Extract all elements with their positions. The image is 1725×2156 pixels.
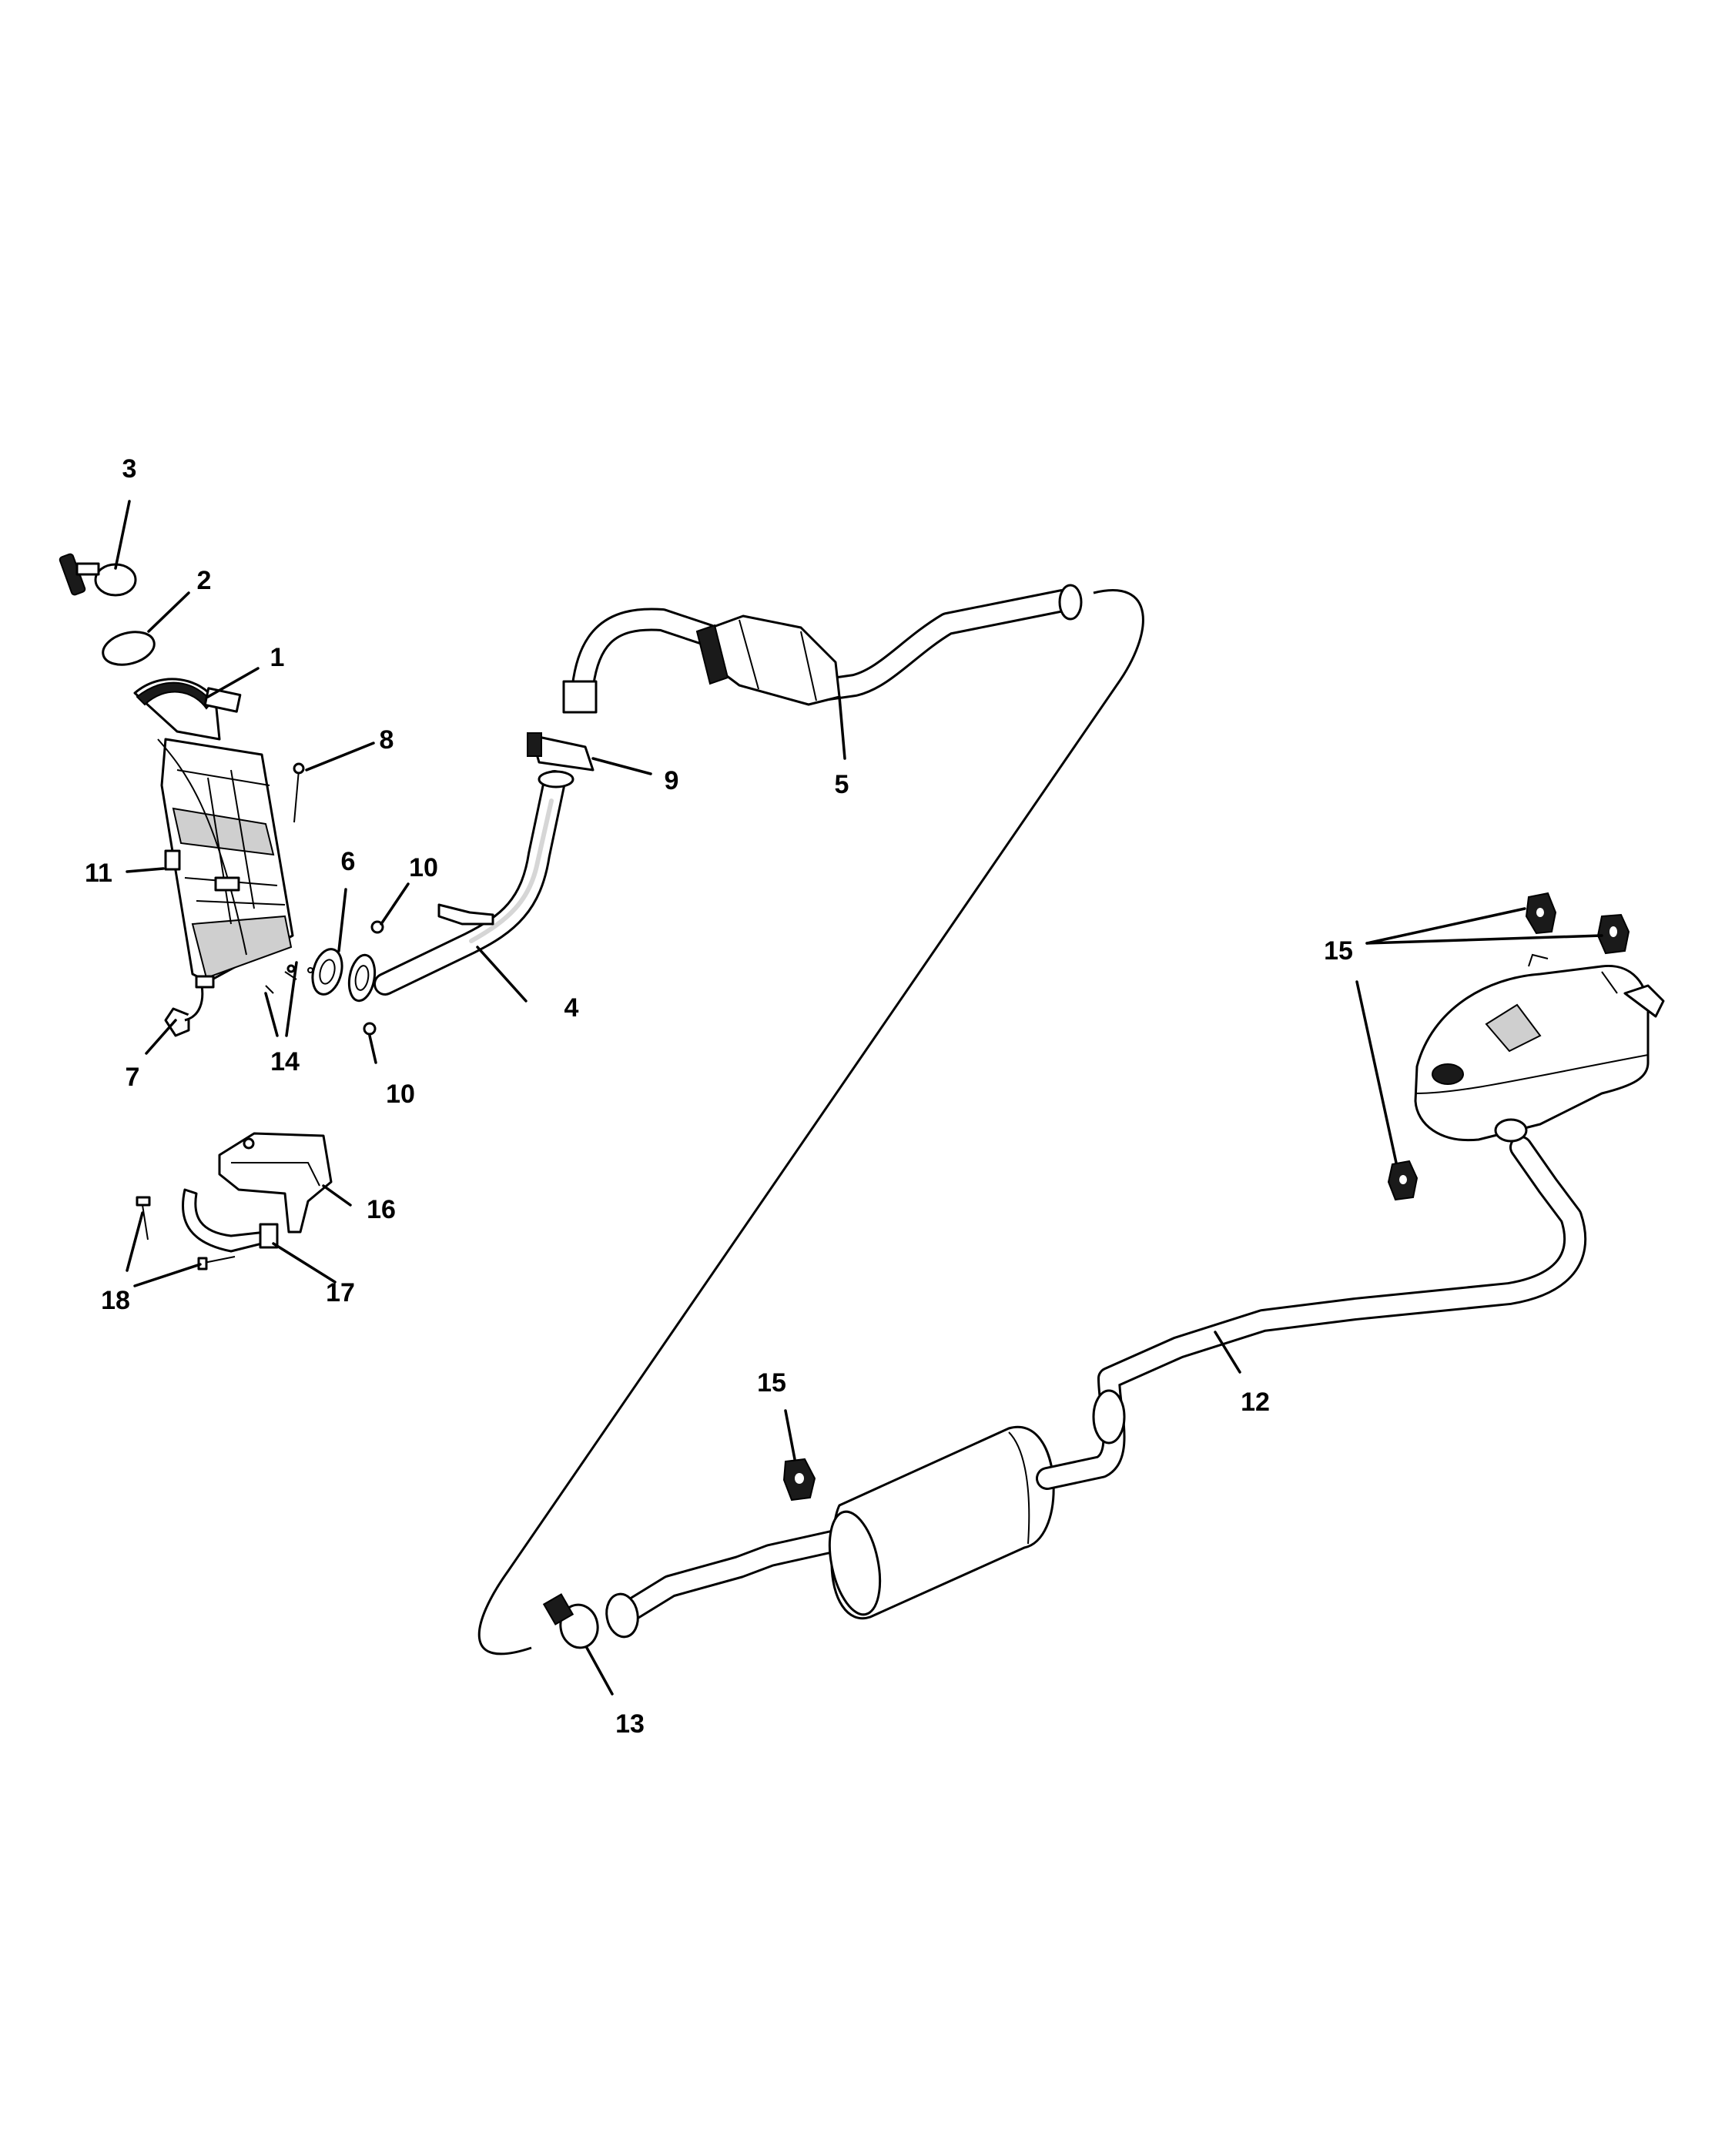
callout-12: 12 <box>1241 1388 1270 1417</box>
part-16-bracket[interactable] <box>218 1132 333 1234</box>
part-4-front-pipe[interactable] <box>346 770 574 1003</box>
callout-1: 1 <box>270 643 285 672</box>
part-5-intermediate-pipe[interactable] <box>562 584 1083 714</box>
part-10-nut-lower[interactable] <box>363 1022 377 1036</box>
routing-line <box>477 589 1144 1656</box>
callout-4: 4 <box>564 993 579 1023</box>
callout-labels: 3 2 1 8 9 5 11 6 10 4 7 14 10 16 17 18 1… <box>85 454 1353 1739</box>
callout-8: 8 <box>380 725 394 755</box>
part-15-isolator-mid[interactable] <box>1387 1160 1419 1201</box>
part-2-ring[interactable] <box>99 627 158 670</box>
callout-16: 16 <box>367 1195 396 1224</box>
callout-5: 5 <box>835 770 849 799</box>
part-15-isolator-top-left[interactable] <box>1525 892 1557 935</box>
callout-10-lower: 10 <box>386 1080 415 1109</box>
leader-lines <box>114 500 1603 1696</box>
callout-11: 11 <box>85 859 112 888</box>
callout-6: 6 <box>341 847 356 876</box>
callout-13: 13 <box>615 1709 645 1739</box>
part-13-clamp[interactable] <box>542 1593 601 1651</box>
part-11-converter[interactable] <box>133 678 294 983</box>
part-15-isolator-top-right[interactable] <box>1596 913 1630 955</box>
part-18-bolt-lower[interactable] <box>197 1256 236 1270</box>
part-3-clamp[interactable] <box>59 553 137 597</box>
callout-9: 9 <box>665 766 679 795</box>
callout-10-upper: 10 <box>409 853 438 882</box>
part-6-gasket[interactable] <box>307 946 347 997</box>
callout-15-upper: 15 <box>1324 936 1353 966</box>
callout-14: 14 <box>270 1047 300 1076</box>
callout-18: 18 <box>101 1286 130 1315</box>
callout-7: 7 <box>126 1063 140 1092</box>
part-15-isolator-lower[interactable] <box>782 1458 816 1502</box>
part-18-bolt-upper[interactable] <box>136 1196 151 1240</box>
part-12-rear-assembly[interactable] <box>603 953 1665 1639</box>
callout-15-lower: 15 <box>757 1368 786 1398</box>
callout-2: 2 <box>197 566 212 595</box>
part-7-sensor[interactable] <box>164 975 215 1037</box>
part-8-pin[interactable] <box>293 762 305 823</box>
callout-3: 3 <box>122 454 137 484</box>
part-9-clamp[interactable] <box>527 732 595 772</box>
part-17-strap[interactable] <box>182 1188 279 1253</box>
callout-17: 17 <box>326 1278 355 1307</box>
